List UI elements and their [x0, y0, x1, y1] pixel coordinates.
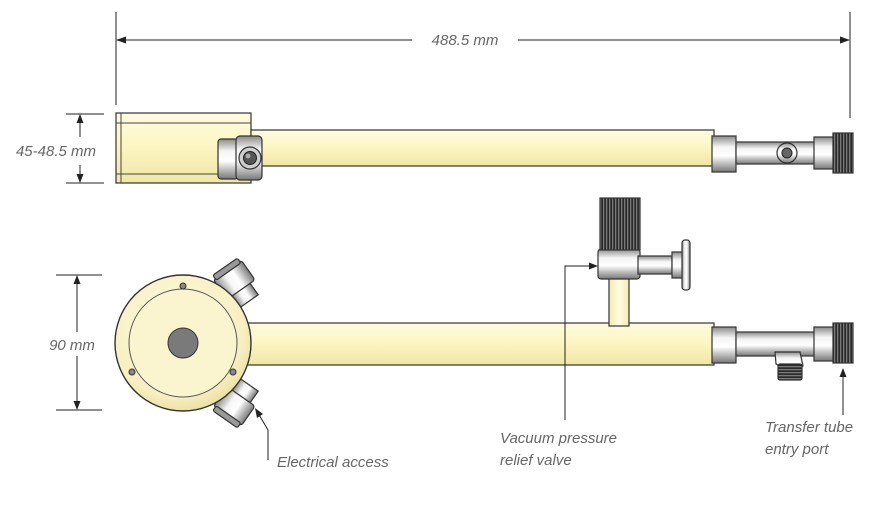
tube-collar-plan — [711, 326, 737, 364]
transfer-tube-label-line2: entry port — [765, 441, 829, 458]
connector-bore — [243, 151, 257, 165]
tee-fitting — [774, 351, 804, 381]
connector-highlight — [245, 153, 251, 159]
screw — [229, 368, 237, 376]
screw — [179, 282, 187, 290]
arrowhead-up — [73, 275, 81, 284]
leader-arrowhead — [589, 262, 598, 270]
leader-line — [564, 265, 592, 420]
electrical-connector-side — [217, 135, 263, 181]
height-top-dimension: 45-48.5 mm — [16, 113, 104, 184]
leader-vacuum — [564, 262, 598, 420]
sample-window — [167, 327, 199, 359]
leader-line — [257, 412, 269, 460]
arrowhead-up — [76, 114, 84, 123]
total-length-dimension: 488.5 mm — [115, 12, 851, 118]
vacuum-relief-valve-label-line1: Vacuum pressure — [500, 430, 617, 447]
transfer-arm-tube-plan — [231, 322, 715, 366]
transfer-arm-tube — [250, 129, 715, 167]
port-collar-plan — [813, 326, 835, 362]
valve-body-plan — [735, 331, 817, 357]
connector-cap — [212, 258, 241, 281]
relief-valve-side — [776, 142, 798, 164]
electrical-access-label: Electrical access — [277, 454, 389, 471]
side-view — [115, 112, 854, 184]
head-screws — [128, 282, 237, 376]
valve-knob — [599, 197, 641, 251]
arrowhead-down — [73, 401, 81, 410]
connector-cap — [212, 405, 241, 428]
leader-transfer — [839, 368, 847, 415]
height-bottom-label: 90 mm — [49, 337, 95, 354]
screw — [128, 368, 136, 376]
arrowhead-down — [76, 174, 84, 183]
plan-view — [114, 197, 854, 428]
vacuum-relief-valve-label-line2: relief valve — [500, 452, 572, 469]
valve-side-arm — [637, 255, 673, 275]
vacuum-relief-valve — [597, 197, 691, 327]
connector-body — [217, 138, 239, 180]
leader-arrowhead — [839, 368, 847, 377]
height-top-label: 45-48.5 mm — [16, 143, 96, 160]
entry-port-knurled-cap — [832, 132, 854, 174]
leader-electrical — [255, 408, 269, 460]
arrowhead-right — [840, 36, 850, 44]
entry-port-knurled-cap-plan — [832, 322, 854, 364]
total-length-label: 488.5 mm — [432, 32, 499, 49]
leader-arrowhead — [255, 408, 263, 418]
height-bottom-dimension: 90 mm — [49, 274, 102, 411]
valve-flange — [681, 239, 691, 291]
relief-valve-center — [781, 147, 793, 159]
arrowhead-left — [116, 36, 126, 44]
tee-nut — [777, 363, 803, 381]
tube-collar — [711, 135, 737, 173]
valve-stem-tube — [608, 277, 630, 327]
port-collar — [813, 136, 835, 170]
transfer-tube-label-line1: Transfer tube — [765, 419, 853, 436]
valve-body-side — [735, 141, 817, 165]
valve-body — [597, 248, 641, 280]
